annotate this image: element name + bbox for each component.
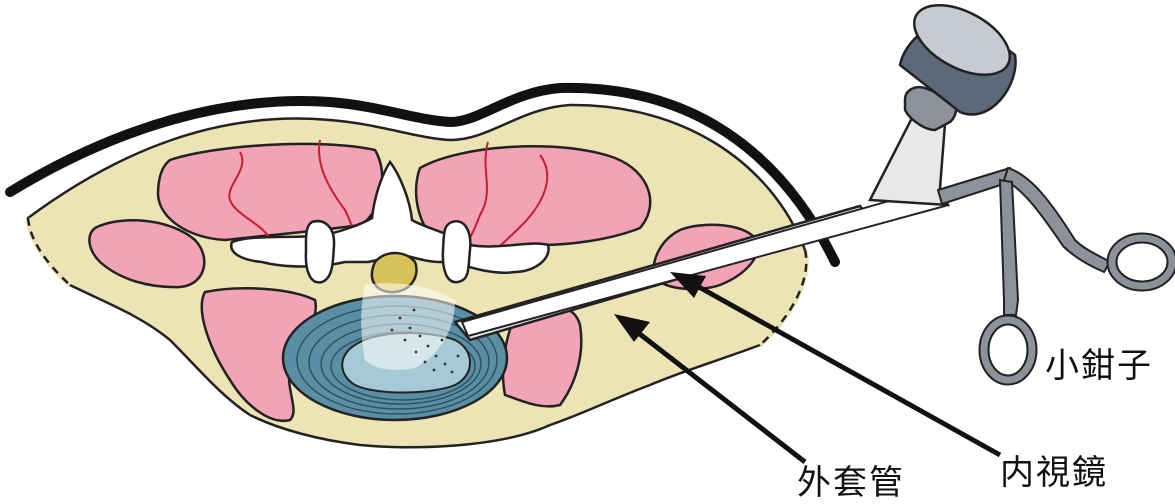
- forceps-ring-upper-fill: [1112, 238, 1172, 286]
- forceps-arm-upper: [1004, 168, 1110, 272]
- label-outer-sheath: 外套管: [797, 455, 905, 504]
- forceps-ring-lower-fill: [984, 320, 1032, 380]
- label-forceps: 小鉗子: [1045, 338, 1153, 387]
- callout-arrow-endoscope: [670, 272, 1000, 455]
- forceps-arm-lower: [1000, 180, 1018, 315]
- muscle-left-upper: [158, 144, 382, 240]
- label-endoscope: 内視鏡: [1000, 445, 1108, 494]
- vertebra-facet-right: [443, 221, 470, 282]
- vertebra-facet-left: [306, 221, 334, 282]
